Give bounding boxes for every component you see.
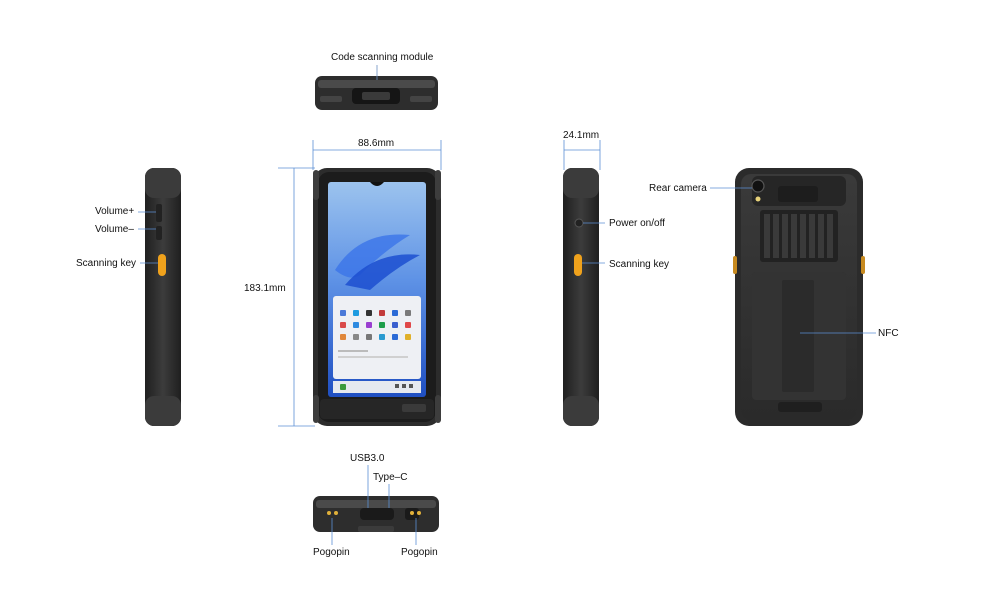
front-view xyxy=(313,168,441,426)
bottom-view xyxy=(313,496,439,532)
speaker-grille xyxy=(764,214,833,258)
volume-down-label: Volume– xyxy=(95,224,134,235)
bottom-callouts xyxy=(331,465,417,545)
scanning-key-right-label: Scanning key xyxy=(609,259,670,270)
scan-key-left xyxy=(158,254,166,276)
usb-label: USB3.0 xyxy=(350,453,385,464)
power-label: Power on/off xyxy=(609,218,665,229)
dimension-lines xyxy=(278,140,601,427)
left-callouts xyxy=(138,211,158,264)
depth-dimension-label: 24.1mm xyxy=(563,130,600,141)
type-c-label: Type–C xyxy=(373,472,408,483)
start-menu xyxy=(333,296,421,379)
rear-camera xyxy=(751,179,765,193)
right-side-view xyxy=(563,168,599,426)
nfc-label: NFC xyxy=(878,328,899,339)
scanning-key-left-label: Scanning key xyxy=(76,258,137,269)
top-view xyxy=(315,65,438,110)
scan-key-right xyxy=(574,254,582,276)
width-dimension-label: 88.6mm xyxy=(358,138,395,149)
volume-up-label: Volume+ xyxy=(95,206,135,217)
height-dimension-label: 183.1mm xyxy=(244,283,286,294)
pogopin-left-label: Pogopin xyxy=(313,547,350,558)
back-callouts xyxy=(710,187,876,334)
pogopin-right-label: Pogopin xyxy=(401,547,438,558)
left-side-view xyxy=(145,168,181,426)
rear-camera-label: Rear camera xyxy=(649,183,707,194)
usb-port xyxy=(360,508,394,520)
right-callouts xyxy=(582,222,605,264)
back-view xyxy=(733,168,865,426)
code-scanning-module-label: Code scanning module xyxy=(331,52,434,63)
